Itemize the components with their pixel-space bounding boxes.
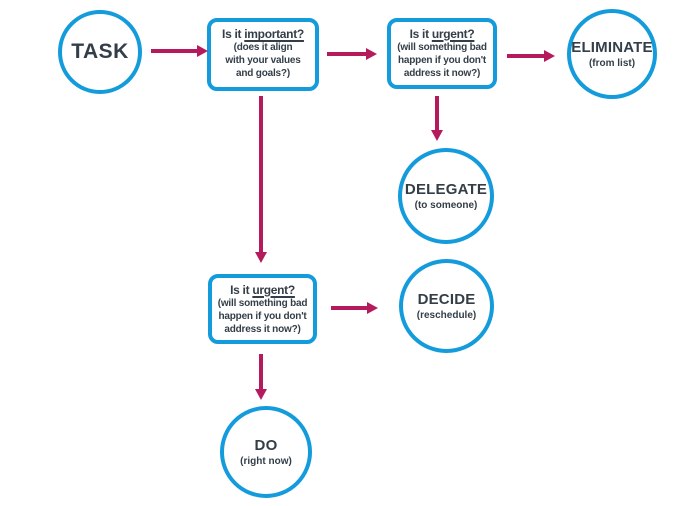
node-task: TASK [58,10,142,94]
question-urgent-top-detail: (will something bad happen if you don't … [397,42,487,80]
arrow-task-to-important [151,45,208,57]
node-question-urgent-bottom: Is it urgent? (will something bad happen… [208,274,317,344]
node-question-important: Is it important? (does it align with you… [207,18,319,91]
arrow-urgent-bottom-to-decide [331,302,378,314]
node-decide: DECIDE (reschedule) [399,259,494,353]
node-do: DO (right now) [220,406,312,498]
arrowhead-down-icon [255,252,267,263]
node-do-sublabel: (right now) [240,456,292,467]
arrowhead-down-icon [431,130,443,141]
node-delegate-label: DELEGATE [404,181,488,198]
node-do-label: DO [254,437,278,454]
node-task-label: TASK [71,40,129,63]
question-important-heading: Is it important? [222,27,304,41]
question-important-detail: (does it align with your values and goal… [225,42,301,80]
arrowhead-right-icon [197,45,208,57]
arrow-urgent-top-to-delegate [431,96,443,141]
arrow-urgent-bottom-to-do [255,354,267,400]
arrowhead-down-icon [255,389,267,400]
question-urgent-bottom-heading: Is it urgent? [230,283,295,297]
node-eliminate-sublabel: (from list) [588,58,636,69]
node-delegate: DELEGATE (to someone) [398,148,494,244]
node-delegate-sublabel: (to someone) [414,200,478,211]
arrowhead-right-icon [366,48,377,60]
arrow-urgent-top-to-eliminate [507,50,555,62]
question-urgent-bottom-detail: (will something bad happen if you don't … [217,298,308,336]
underlined-keyword: important? [244,27,304,41]
node-decide-sublabel: (reschedule) [416,310,477,321]
arrowhead-right-icon [544,50,555,62]
node-eliminate: ELIMINATE (from list) [567,9,657,99]
underlined-keyword: urgent? [252,283,295,297]
node-question-urgent-top: Is it urgent? (will something bad happen… [387,18,497,89]
underlined-keyword: urgent? [431,27,475,41]
arrowhead-right-icon [367,302,378,314]
question-urgent-top-heading: Is it urgent? [409,27,475,41]
arrow-important-to-urgent-top [327,48,377,60]
arrow-important-to-urgent-bottom [255,96,267,263]
node-decide-label: DECIDE [417,291,476,308]
node-eliminate-label: ELIMINATE [571,39,653,56]
